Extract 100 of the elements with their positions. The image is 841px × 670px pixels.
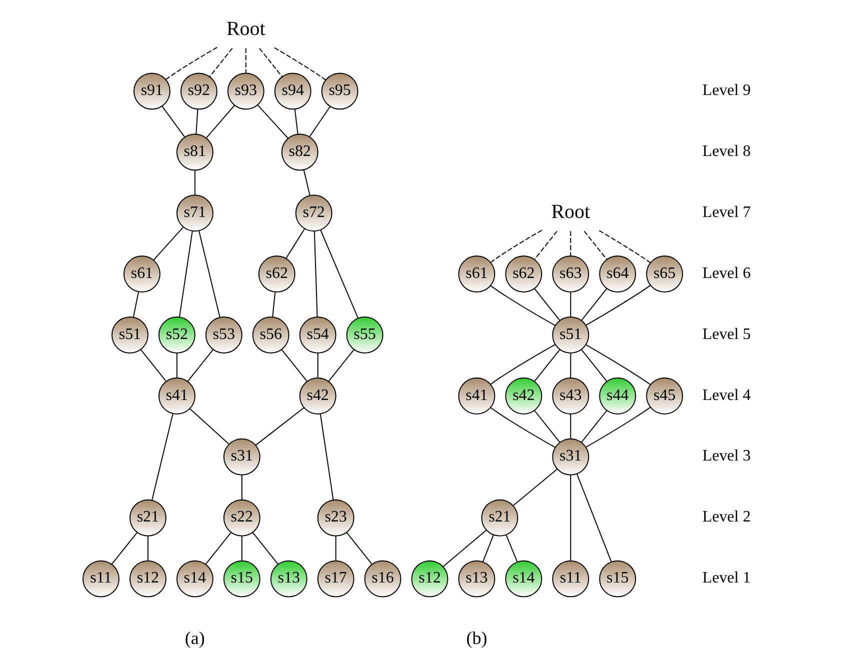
connector xyxy=(512,468,558,506)
node-circle: s14 xyxy=(504,560,542,598)
label: Level 3 xyxy=(702,448,750,465)
label: Level 8 xyxy=(702,142,750,160)
node-circle: s72 xyxy=(294,194,332,232)
node-circle: s13 xyxy=(270,560,307,598)
node-circle: s71 xyxy=(176,194,213,232)
node-text: Root xyxy=(226,18,265,40)
node-circle: s61 xyxy=(122,256,160,293)
node-circle: s43 xyxy=(552,377,589,414)
connector xyxy=(534,288,560,321)
node-circle: s11 xyxy=(552,560,589,598)
node-circle: s92 xyxy=(180,72,217,110)
connector xyxy=(570,414,571,440)
connector xyxy=(164,46,218,80)
connector xyxy=(204,532,231,565)
connector xyxy=(334,535,336,562)
connector xyxy=(294,108,298,134)
connector xyxy=(490,344,556,385)
connector xyxy=(176,352,177,378)
node-circle: s51 xyxy=(110,316,148,354)
node-circle: s81 xyxy=(176,134,213,171)
label: Level 2 xyxy=(702,508,750,526)
connector xyxy=(319,413,334,501)
connector xyxy=(583,230,607,260)
connector xyxy=(110,532,138,565)
connector xyxy=(570,292,571,318)
connector xyxy=(576,474,612,562)
node-circle: s16 xyxy=(364,560,401,598)
connector xyxy=(482,534,494,562)
connector xyxy=(188,408,229,444)
connector xyxy=(186,349,213,382)
connector xyxy=(152,226,184,260)
node-circle: s51 xyxy=(552,316,589,354)
node-circle: s62 xyxy=(504,256,542,293)
connector xyxy=(272,292,276,318)
connector xyxy=(132,291,139,318)
connector xyxy=(570,352,571,378)
node-circle: s13 xyxy=(458,560,495,598)
connector xyxy=(490,230,542,263)
connector xyxy=(285,228,305,259)
node-circle: s11 xyxy=(82,560,119,598)
node-circle: s14 xyxy=(176,560,213,598)
connector xyxy=(580,410,607,443)
node-circle: s15 xyxy=(222,560,260,598)
connector xyxy=(505,534,518,562)
node-circle: s63 xyxy=(552,256,589,293)
node-circle: s95 xyxy=(320,72,358,110)
node-circle: s31 xyxy=(552,438,589,476)
connector xyxy=(198,230,220,318)
connector xyxy=(598,230,650,264)
node-circle: s23 xyxy=(316,499,354,536)
node-circle: s91 xyxy=(132,72,170,110)
node-circle: s56 xyxy=(252,316,289,354)
connector xyxy=(490,407,556,448)
node-circle: s61 xyxy=(458,256,495,293)
connector xyxy=(254,407,304,446)
label: Level 6 xyxy=(702,264,750,282)
node-circle: s64 xyxy=(598,256,636,293)
connector xyxy=(194,170,195,196)
connector xyxy=(534,230,558,260)
node-circle: s42 xyxy=(298,377,336,414)
connector xyxy=(208,48,232,78)
node-circle: s41 xyxy=(158,377,195,414)
node-circle: s21 xyxy=(128,499,166,536)
connector xyxy=(313,230,318,318)
connector xyxy=(151,413,173,500)
connector xyxy=(570,474,571,562)
connector xyxy=(584,344,650,386)
connector xyxy=(146,535,148,562)
connector xyxy=(320,230,358,319)
connector xyxy=(258,48,282,78)
connector xyxy=(280,349,307,382)
node-circle: s42 xyxy=(504,377,542,414)
connector xyxy=(244,48,246,74)
label: (a) xyxy=(184,628,204,648)
node-circle: s21 xyxy=(480,499,518,536)
connector xyxy=(205,104,235,139)
connector xyxy=(580,288,607,321)
node-circle: s12 xyxy=(410,560,448,598)
node-circle: s44 xyxy=(598,377,636,414)
connector xyxy=(273,47,326,80)
node-circle: s94 xyxy=(274,72,311,110)
connector xyxy=(140,349,166,382)
node-text: Root xyxy=(550,201,590,224)
label: Level 4 xyxy=(702,386,750,404)
label: Level 1 xyxy=(702,570,750,587)
connector xyxy=(442,530,486,567)
node-circle: s65 xyxy=(646,256,683,293)
connector xyxy=(584,284,650,326)
connector xyxy=(302,169,310,196)
label: Level 9 xyxy=(702,82,750,99)
connector xyxy=(252,532,278,565)
connector xyxy=(316,352,318,378)
node-circle: s53 xyxy=(204,316,242,354)
connector xyxy=(584,406,650,448)
node-circle: s62 xyxy=(258,256,295,293)
connector xyxy=(240,474,242,500)
connector xyxy=(346,532,372,565)
node-circle: s31 xyxy=(222,438,260,476)
